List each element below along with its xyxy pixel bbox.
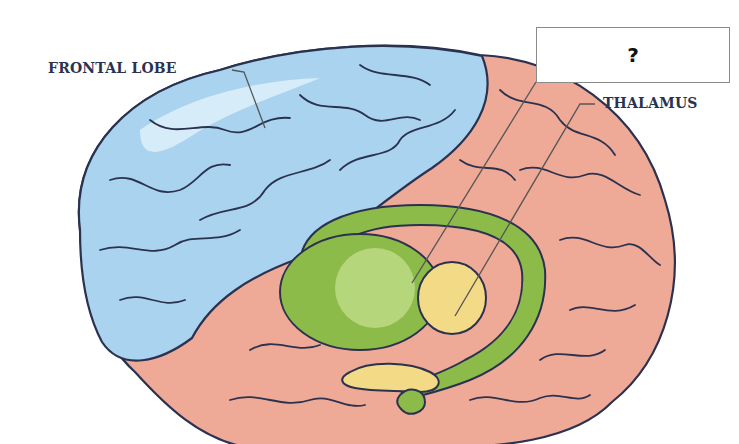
node-text: ?: [627, 43, 639, 67]
lentiform-nucleus: [280, 234, 440, 350]
gyrus: [230, 397, 365, 406]
thalamus-shape: [418, 262, 486, 334]
leader-line: [412, 82, 536, 283]
gyrus: [500, 90, 615, 155]
gyrus: [250, 344, 320, 350]
gyrus: [570, 305, 635, 311]
gyrus: [300, 95, 420, 121]
frontal-lobe-shape: [79, 46, 488, 361]
gyrus: [460, 160, 515, 180]
gyrus: [560, 238, 660, 265]
gyri-lines: [100, 65, 660, 406]
leader-line: [232, 70, 265, 128]
question-box: ?: [536, 27, 730, 83]
leader-line: [455, 104, 595, 316]
amygdala-shape: [397, 390, 425, 414]
gyrus: [360, 65, 430, 85]
gyrus: [150, 118, 290, 133]
parietal-temporal-lobes: [79, 46, 675, 444]
gyrus: [200, 160, 330, 220]
gyrus: [120, 297, 185, 303]
part-label: THALAMUS: [603, 95, 698, 111]
hippocampus-shape: [342, 364, 439, 392]
gyrus: [520, 168, 640, 195]
frontal-highlight: [140, 78, 320, 152]
gyrus: [110, 164, 230, 192]
part-label: FRONTAL LOBE: [48, 60, 177, 76]
gyrus: [540, 350, 605, 360]
lentiform-highlight: [335, 248, 415, 328]
gyrus: [340, 110, 455, 170]
gyrus: [470, 395, 590, 402]
gyrus: [100, 230, 240, 251]
